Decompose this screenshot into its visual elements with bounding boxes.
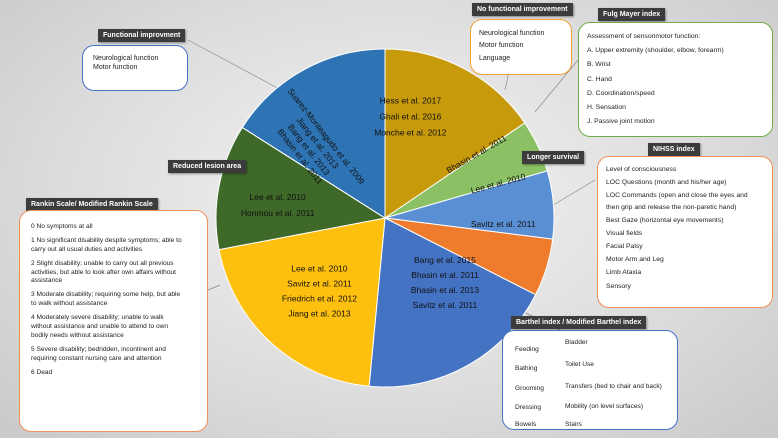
- pie-slice-reducedLesion: [215, 126, 387, 251]
- rankin-item: 2 Slight disability; unable to carry out…: [31, 259, 174, 267]
- nihss-tag: NIHSS index: [648, 143, 700, 156]
- nihss-item: Limb Ataxia: [606, 269, 642, 277]
- rankin-item: 5 Severe disability; bedridden, incontin…: [31, 345, 166, 353]
- slice-study-label: Savitz et al. 2011: [287, 278, 352, 288]
- slice-study-label: Hess et al. 2017: [380, 95, 442, 105]
- pie-slice-functional: [241, 48, 386, 219]
- rankin-item: without assistance and unable to attend …: [31, 323, 169, 331]
- barthel-item: Bladder: [565, 339, 588, 346]
- reduced-lesion-tag: Reduced lesion area: [168, 160, 247, 173]
- slice-study-label: Honmou et al. 2011: [241, 208, 315, 218]
- rankin-item: assistance: [31, 277, 63, 285]
- connector-line: [534, 59, 579, 113]
- slice-study-label: Ghali et al. 2016: [379, 111, 441, 121]
- no-functional-tag: No functional improvement: [472, 3, 573, 16]
- slice-study-label: Savitz et al. 2011: [413, 300, 478, 310]
- barthel-item: Bowels: [515, 421, 537, 428]
- functional-box: Neurological function Motor function: [82, 45, 188, 91]
- rankin-item: 1 No significant disability despite symp…: [31, 236, 182, 244]
- barthel-item: Mobility (on level surfaces): [565, 403, 644, 410]
- barthel-item: Dressing: [515, 404, 542, 411]
- rankin-item: requiring constant nursing care and atte…: [31, 354, 162, 362]
- rankin-item: 4 Moderately severe disability; unable t…: [31, 314, 164, 322]
- nihss-item: LOC Commands (open and close the eyes an…: [606, 192, 748, 200]
- nihss-item: Facial Palsy: [606, 243, 643, 251]
- rankin-item: 6 Dead: [31, 368, 53, 376]
- pie-slice-noFunctional: [384, 48, 526, 219]
- slice-label-group-nihss: Savitz et al. 2011: [471, 219, 536, 229]
- barthel-item: Transfers (bed to chair and back): [565, 383, 662, 390]
- connector-line: [207, 284, 221, 291]
- fulg-item: H. Sensation: [587, 103, 626, 111]
- nihss-item: then grip and release the non-paretic ha…: [606, 203, 737, 211]
- slice-study-label: Jiang et al. 2013: [288, 308, 351, 318]
- slice-study-label: Bang et al. 2015: [414, 255, 476, 265]
- no-functional-box: Neurological function Motor function Lan…: [470, 19, 572, 75]
- barthel-item: Grooming: [515, 385, 544, 392]
- fulg-tag: Fulg Mayer index: [598, 8, 666, 21]
- barthel-item: Stairs: [565, 421, 582, 428]
- nihss-item: Sensory: [606, 282, 631, 290]
- rankin-item: 0 No symptoms at all: [31, 223, 93, 230]
- rankin-item: to walk without assistance: [31, 300, 108, 308]
- functional-item: Neurological function: [93, 55, 159, 62]
- nihss-item: Best Gaze (horizontal eye movements): [606, 216, 724, 224]
- pie-slice-rankin: [218, 217, 386, 387]
- barthel-item: Toilet Use: [565, 361, 594, 368]
- barthel-item: Feeding: [515, 346, 539, 353]
- barthel-box: Feeding Bathing Grooming Dressing Bowels…: [502, 330, 678, 430]
- fulg-item: A. Upper extremity (shoulder, elbow, for…: [587, 47, 724, 55]
- rankin-box: 0 No symptoms at all 1 No significant di…: [19, 210, 208, 432]
- fulg-item: Assessment of sensorimotor function:: [587, 33, 701, 40]
- fulg-item: J. Passive joint motion: [587, 118, 655, 126]
- nihss-box: Level of consciousness LOC Questions (mo…: [597, 156, 773, 308]
- pie-slice-barthel: [368, 217, 537, 388]
- longer-survival-tag: Longer survival: [522, 151, 585, 164]
- functional-item: Motor function: [93, 64, 138, 72]
- no-functional-item: Neurological function: [479, 30, 545, 37]
- slice-study-label: Friedrich et al. 2012: [282, 293, 357, 303]
- fulg-item: C. Hand: [587, 75, 612, 83]
- fulg-item: B. Wrist: [587, 61, 611, 69]
- nihss-item: LOC Questions (month and his/her age): [606, 179, 727, 187]
- slice-study-label: Bhasin et al. 2013: [411, 285, 479, 295]
- slice-study-label: Savitz et al. 2011: [471, 219, 536, 229]
- no-functional-item: Language: [479, 54, 511, 62]
- slice-study-label: Lee et al. 2010: [250, 192, 307, 202]
- nihss-item: Visual fields: [606, 229, 643, 237]
- barthel-item: Bathing: [515, 365, 538, 372]
- functional-tag: Functional improvment: [98, 29, 186, 42]
- nihss-item: Level of consciousness: [606, 166, 677, 173]
- slice-study-label: Lee et al. 2010: [291, 263, 348, 273]
- barthel-tag: Barthel index / Modified Barthel index: [511, 316, 647, 329]
- fulg-item: D. Coordination/speed: [587, 89, 655, 97]
- rankin-item: bodily needs without assistance: [31, 331, 124, 339]
- slice-study-label: Monche et al. 2012: [374, 127, 447, 137]
- no-functional-item: Motor function: [479, 42, 524, 50]
- pie-slices: [215, 48, 555, 388]
- rankin-tag: Rankin Scale/ Modified Rankin Scale: [26, 198, 158, 211]
- rankin-item: carry out all usual duties and activitie…: [31, 245, 143, 253]
- slice-study-label: Bhasin et al. 2011: [411, 270, 479, 280]
- rankin-item: 3 Moderate disability; requiring some he…: [31, 291, 181, 299]
- fulg-box: Assessment of sensorimotor function: A. …: [578, 22, 773, 137]
- rankin-item: activities, but able to look after own a…: [31, 268, 177, 276]
- nihss-item: Motor Arm and Leg: [606, 256, 664, 264]
